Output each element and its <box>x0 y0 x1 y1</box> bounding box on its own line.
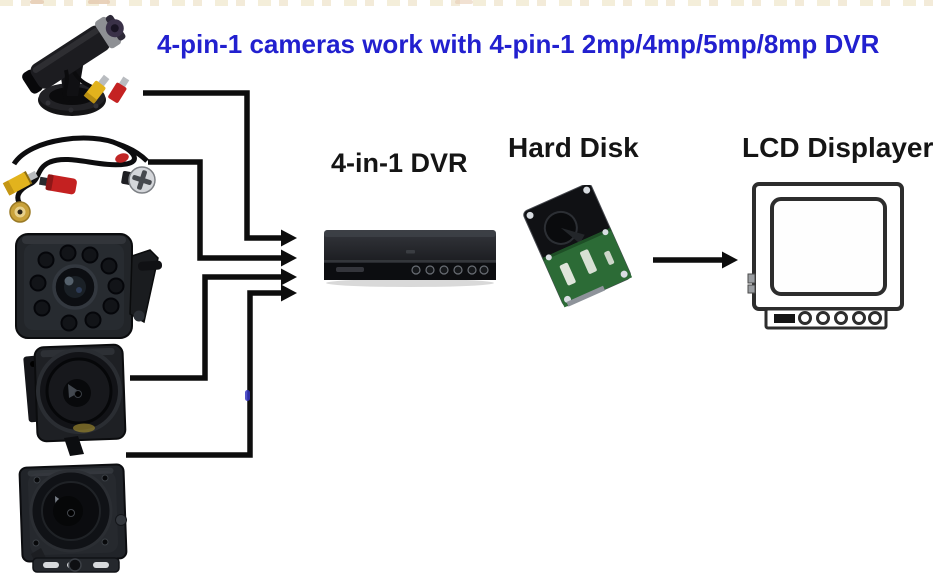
lcd-displayer-label: LCD Displayer <box>742 132 934 163</box>
lens-icon <box>52 264 98 310</box>
ir-cube-camera-image <box>15 233 162 339</box>
camera-cable <box>11 135 137 208</box>
u-bracket <box>31 548 120 573</box>
corner-screws <box>32 474 109 547</box>
hard-disk-label: Hard Disk <box>508 132 639 163</box>
arrowhead-screw-pinhole-camera <box>281 249 297 267</box>
monitor-screen <box>770 197 887 296</box>
bullet-camera-image <box>22 14 130 116</box>
cropped-text-fragment <box>30 0 44 4</box>
ir-led-ring <box>29 244 125 332</box>
lens-plate <box>29 469 113 553</box>
side-bracket <box>129 249 162 324</box>
cropped-text-fragment <box>88 0 110 4</box>
lcd-monitor-image <box>747 182 904 330</box>
front-panel-buttons <box>411 265 489 275</box>
screw-head-camera <box>121 166 156 194</box>
red-cable-band <box>115 153 129 163</box>
arrowhead-hard-disk-drive <box>722 251 738 269</box>
dvr-logo <box>336 267 364 272</box>
stray-blue-mark <box>245 390 250 401</box>
arrowhead-bracket-pinhole-camera <box>281 284 297 302</box>
hdd-screws <box>526 186 628 303</box>
flat-cable <box>64 436 84 456</box>
dvr-label: 4-in-1 DVR <box>331 148 468 178</box>
screw-pinhole-camera-image <box>2 135 156 223</box>
red-power-plug <box>39 174 77 195</box>
arrowhead-bullet-camera <box>281 229 297 247</box>
camera-tube <box>22 14 126 94</box>
hdd-connector <box>566 285 606 307</box>
side-button <box>747 284 756 294</box>
gold-rca-plug <box>9 201 31 223</box>
hdd-spindle <box>543 210 578 245</box>
red-rca-plug <box>108 76 130 103</box>
usb-slot <box>406 250 415 254</box>
cropped-text-fragment <box>455 0 473 4</box>
arrowhead-cone-pinhole-camera <box>281 268 297 286</box>
yellow-rca-plug <box>83 74 110 104</box>
hinge-screw <box>115 514 127 526</box>
power-switch <box>774 314 795 323</box>
bracket-pinhole-camera-image <box>18 463 128 573</box>
hard-disk-image <box>523 185 633 308</box>
yellow-rca-plug <box>2 170 38 196</box>
cone-pinhole-camera-image <box>23 343 127 456</box>
dvr-image <box>324 230 496 287</box>
side-button <box>747 273 756 284</box>
control-buttons <box>798 311 882 325</box>
page-title: 4-pin-1 cameras work with 4-pin-1 2mp/4m… <box>157 29 880 59</box>
lens-disc <box>36 348 122 434</box>
